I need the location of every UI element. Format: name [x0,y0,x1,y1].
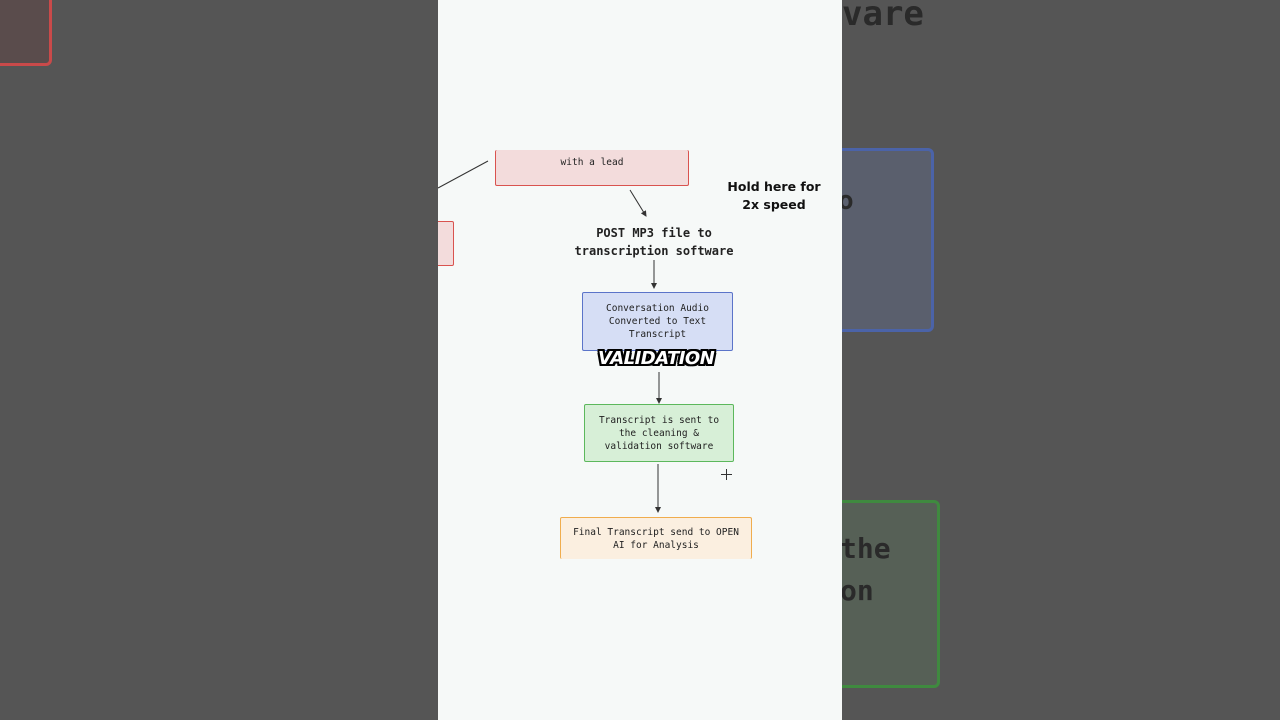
post-mp3-label: POST MP3 file to transcription software [574,226,734,258]
video-frame[interactable]: with a lead POST MP3 file to transcripti… [438,0,842,720]
hold-for-speed-hint[interactable]: Hold here for 2x speed [727,179,821,212]
caption-overlay: VALIDATION [598,348,715,369]
cleaning-validation-text: Transcript is sent to the cleaning & val… [598,414,720,452]
ghost-text-green-1: the [842,532,891,565]
connector-lines [438,160,662,513]
right-backdrop: vare o the on [842,0,1280,720]
ghost-text-green-2: on [842,574,874,607]
crosshair-cursor-icon [721,469,732,480]
audio-transcript-text: Conversation Audio Converted to Text Tra… [606,303,709,340]
arrow-top-to-post [629,189,647,217]
left-backdrop [0,0,438,720]
ghost-blue-box [842,148,934,332]
lead-node-text: with a lead [560,157,624,168]
lead-node: with a lead [495,150,689,186]
ghost-red-box [0,0,52,66]
audio-transcript-node: Conversation Audio Converted to Text Tra… [582,292,733,351]
ghost-green-box [842,500,940,688]
connector-left [438,160,489,189]
ghost-text-top: vare [842,0,924,34]
cleaning-validation-node: Transcript is sent to the cleaning & val… [584,404,734,462]
ghost-text-blue: o [842,186,854,216]
partial-red-node [438,221,454,266]
openai-analysis-node: Final Transcript send to OPEN AI for Ana… [560,517,752,559]
openai-analysis-text: Final Transcript send to OPEN AI for Ana… [573,526,739,551]
